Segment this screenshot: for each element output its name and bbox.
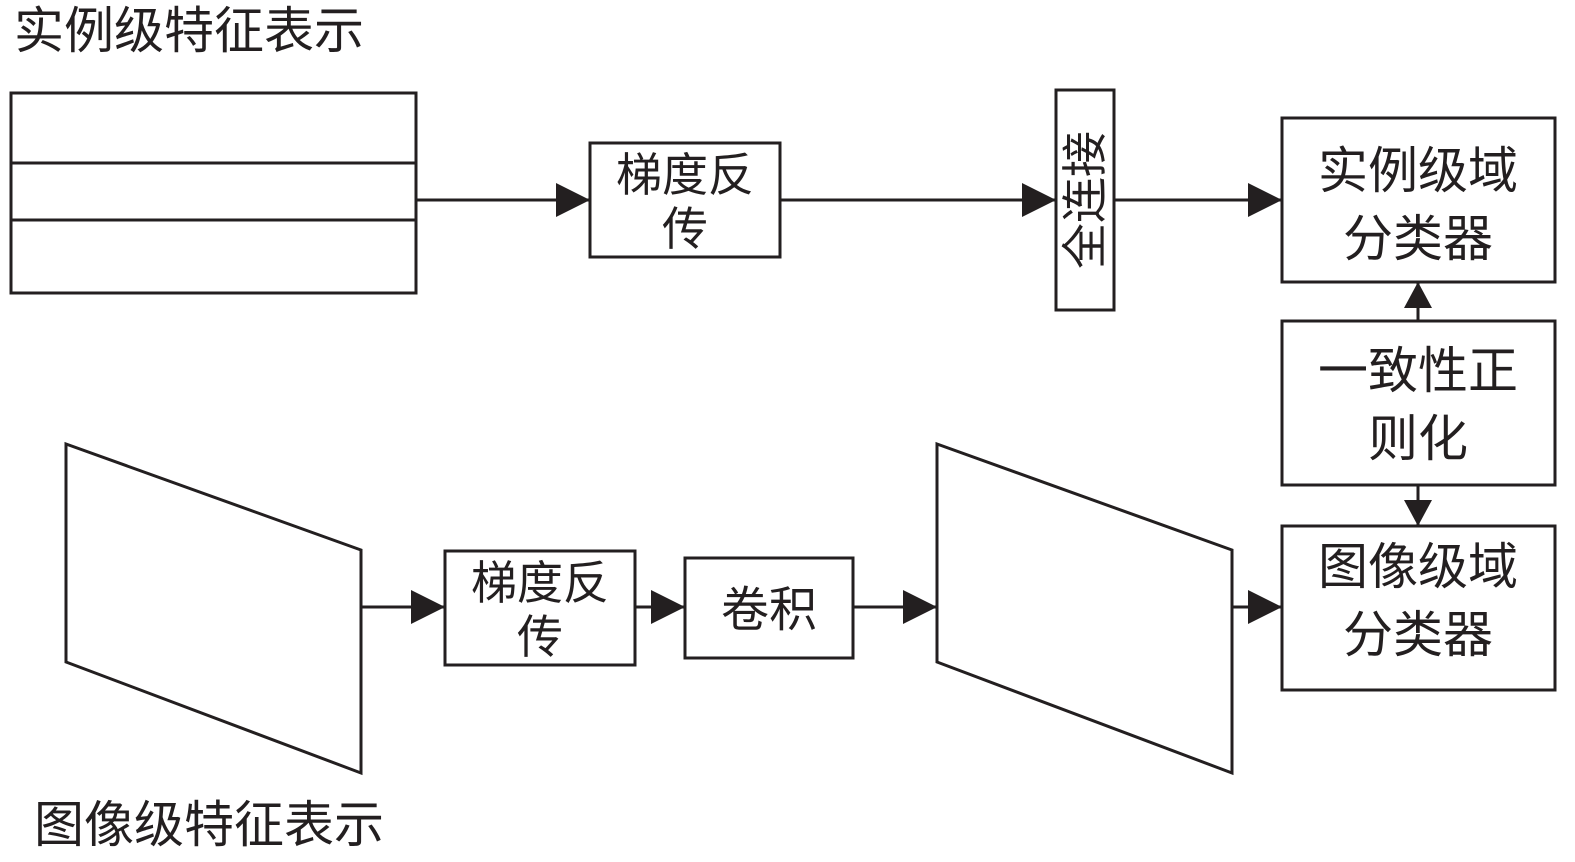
consistency-regularization-box: 一致性正 则化 [1280, 319, 1557, 487]
fully-connected-label: 全连接 [1058, 131, 1112, 269]
grl-box-top: 梯度反 传 [588, 141, 782, 259]
convolution-box: 卷积 [683, 556, 855, 660]
grl-bottom-line2: 传 [517, 610, 563, 664]
image-classifier-line1: 图像级域 [1318, 538, 1518, 596]
instance-classifier-line2: 分类器 [1343, 210, 1493, 268]
grl-bottom-line1: 梯度反 [471, 556, 609, 610]
instance-feature-title: 实例级特征表示 [14, 2, 364, 60]
instance-domain-classifier-box: 实例级域 分类器 [1280, 116, 1557, 284]
consistency-reg-line1: 一致性正 [1318, 342, 1518, 400]
grl-top-line1: 梯度反 [616, 148, 754, 202]
image-domain-classifier-box: 图像级域 分类器 [1280, 524, 1557, 692]
grl-box-bottom: 梯度反 传 [443, 549, 637, 667]
consistency-reg-line2: 则化 [1368, 410, 1468, 468]
convolution-label: 卷积 [721, 582, 817, 638]
image-feature-map-left [64, 441, 363, 776]
image-feature-map-right [935, 441, 1234, 776]
fully-connected-box: 全连接 [1054, 88, 1116, 312]
instance-feature-stack [9, 91, 418, 295]
image-feature-title: 图像级特征表示 [34, 796, 384, 854]
instance-classifier-line1: 实例级域 [1318, 142, 1518, 200]
grl-top-line2: 传 [662, 202, 708, 256]
image-classifier-line2: 分类器 [1343, 606, 1493, 664]
